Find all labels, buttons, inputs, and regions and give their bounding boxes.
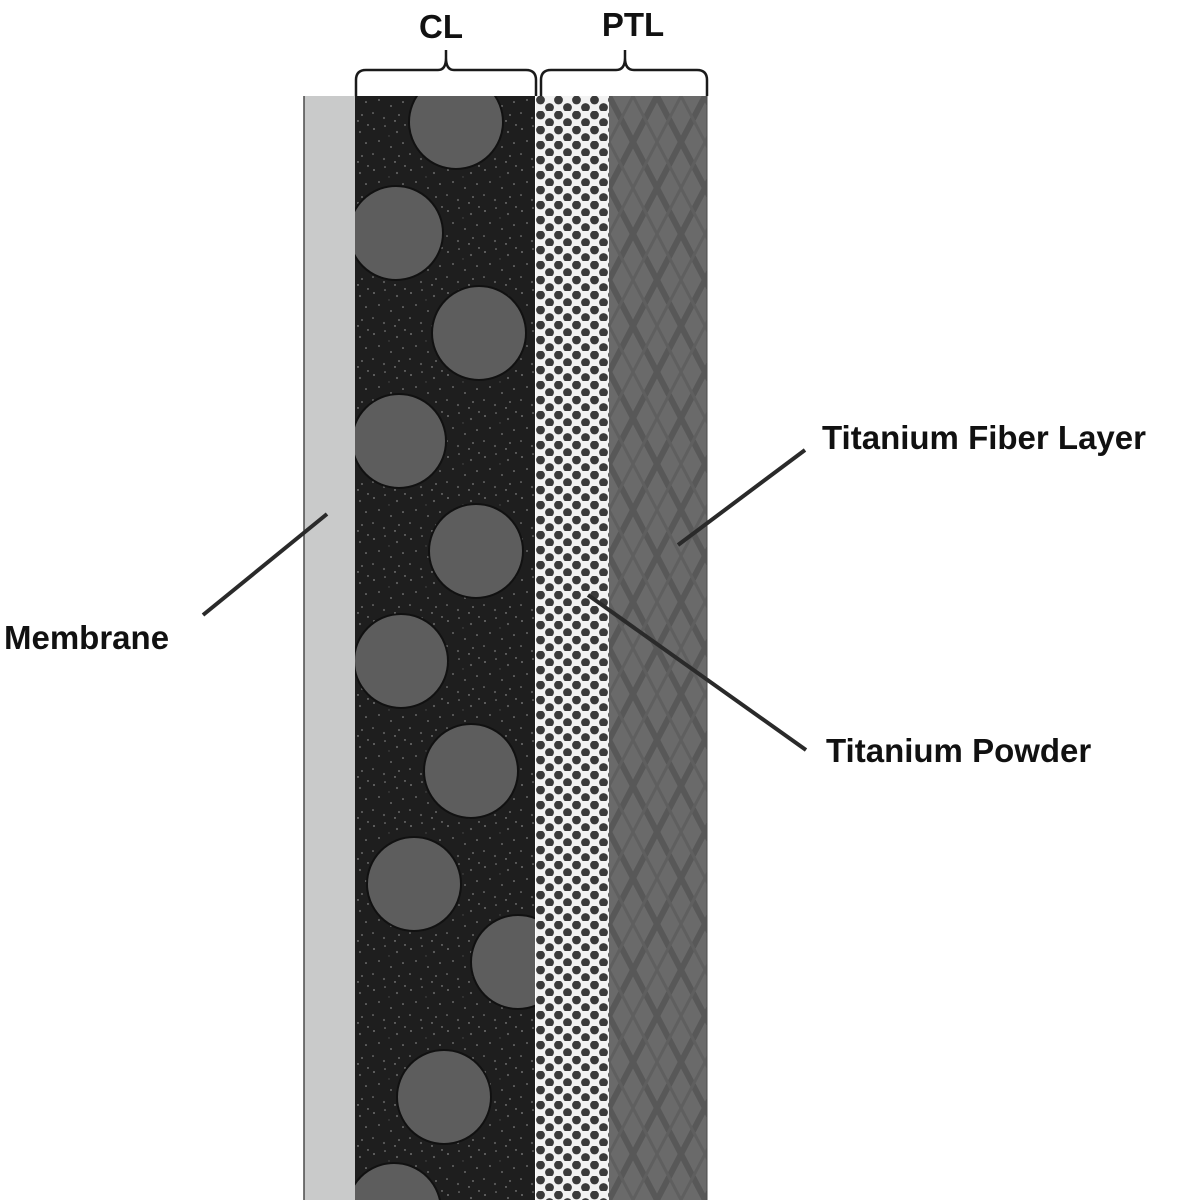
titanium-fiber-layer	[609, 96, 707, 1200]
catalyst-particle	[355, 613, 449, 709]
catalyst-layer	[355, 96, 535, 1200]
catalyst-particle	[355, 1162, 441, 1200]
catalyst-particle	[355, 185, 444, 281]
catalyst-particle	[366, 836, 462, 932]
catalyst-particle	[355, 393, 447, 489]
titanium-powder-leader-line	[586, 593, 808, 752]
membrane-leader-line	[201, 512, 329, 617]
catalyst-particle	[431, 285, 527, 381]
titanium-fiber-layer-label: Titanium Fiber Layer	[822, 419, 1146, 456]
catalyst-particle	[423, 723, 519, 819]
membrane-layer	[304, 96, 355, 1200]
cl-brace	[354, 50, 538, 96]
catalyst-particle	[470, 914, 535, 1010]
catalyst-particle	[396, 1049, 492, 1145]
catalyst-particle	[428, 503, 524, 599]
catalyst-particle	[408, 96, 504, 170]
titanium-powder-label: Titanium Powder	[826, 732, 1091, 769]
membrane-label: Membrane	[4, 619, 169, 656]
cl-label: CL	[419, 8, 463, 45]
titanium-powder-layer	[536, 96, 609, 1200]
ptl-brace	[539, 50, 709, 96]
ptl-label: PTL	[602, 6, 664, 43]
titanium-fiber-leader-line	[676, 448, 807, 547]
